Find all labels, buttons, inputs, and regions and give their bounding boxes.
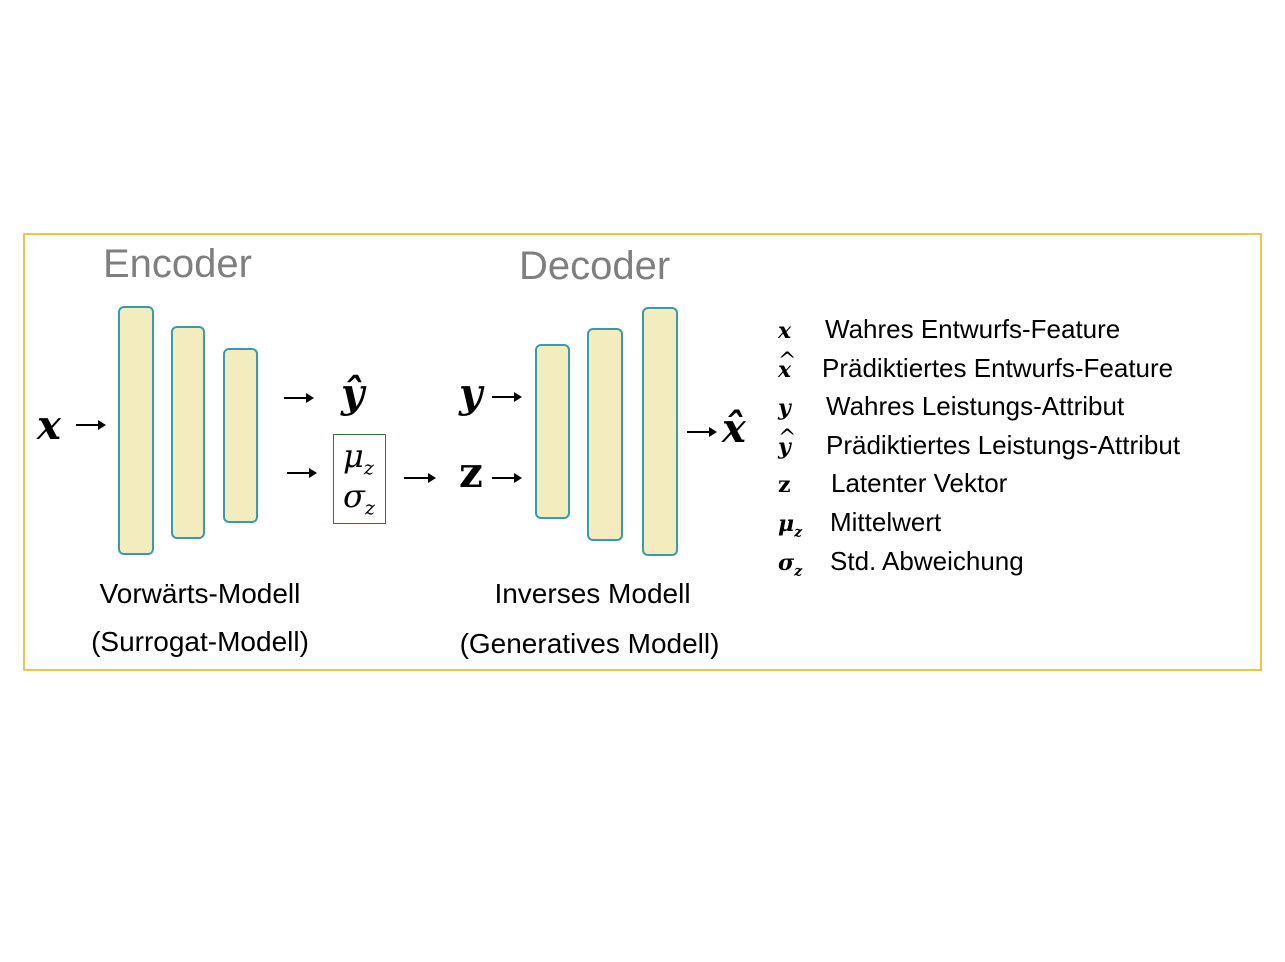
encoder-layer-2 — [171, 326, 205, 539]
encoder-output-yhat: ŷ — [341, 370, 365, 417]
legend-symbol: ^y — [778, 426, 797, 460]
legend-label: Std. Abweichung — [830, 545, 1024, 576]
arrow-y-to-decoder — [492, 392, 522, 402]
legend-symbol: x — [778, 318, 792, 344]
decoder-layer-1 — [535, 344, 570, 519]
legend-label: Mittelwert — [830, 506, 942, 537]
decoder-layer-3 — [642, 307, 678, 556]
decoder-layer-2 — [587, 328, 623, 541]
legend-label: Prädiktiertes Leistungs-Attribut — [826, 429, 1181, 460]
legend-symbol: σz — [778, 549, 803, 579]
sigma-symbol: σ — [343, 477, 365, 515]
legend-label: Wahres Entwurfs-Feature — [825, 314, 1121, 344]
encoder-title: Encoder — [103, 242, 252, 286]
encoder-layer-3 — [223, 348, 258, 523]
legend-symbol: ^x — [778, 348, 797, 383]
diagram-frame — [23, 233, 1262, 671]
decoder-input-y: y — [459, 370, 483, 417]
decoder-caption-line1: Inverses Modell — [494, 578, 691, 609]
decoder-output-xhat: x̂ — [722, 405, 746, 452]
encoder-layer-1 — [118, 306, 154, 555]
mu-subscript: z — [363, 456, 374, 480]
legend-label: Prädiktiertes Entwurfs-Feature — [822, 352, 1174, 383]
arrow-x-to-encoder — [76, 420, 106, 430]
legend-label: Latenter Vektor — [831, 468, 1008, 499]
legend-label: Wahres Leistungs-Attribut — [826, 391, 1125, 422]
legend-symbol: z — [778, 472, 791, 499]
legend-symbol: μz — [778, 510, 803, 541]
arrow-latent-to-z — [404, 473, 436, 483]
encoder-caption-line1: Vorwärts-Modell — [99, 578, 301, 609]
arrow-encoder-to-latent — [287, 468, 317, 478]
arrow-encoder-to-yhat — [284, 393, 314, 403]
decoder-caption-line2: (Generatives Modell) — [459, 628, 720, 659]
sigma-subscript: z — [364, 496, 375, 520]
legend-symbol: y — [778, 395, 791, 422]
mu-z-symbol: μz — [343, 437, 374, 479]
encoder-caption-line2: (Surrogat-Modell) — [91, 626, 309, 657]
decoder-input-z: z — [459, 448, 483, 497]
decoder-title: Decoder — [519, 244, 671, 288]
encoder-input-x: x — [37, 402, 61, 449]
mu-symbol: μ — [343, 437, 364, 475]
sigma-z-symbol: σz — [343, 477, 375, 519]
arrow-decoder-to-xhat — [687, 427, 717, 437]
latent-params-box: μz σz — [333, 434, 386, 524]
arrow-z-to-decoder — [492, 473, 522, 483]
